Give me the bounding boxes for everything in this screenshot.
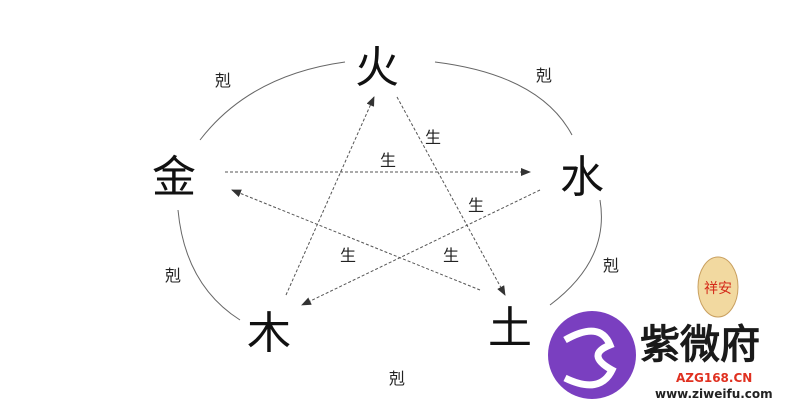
generate-cycle bbox=[225, 96, 541, 306]
generate-label: 生 bbox=[443, 246, 459, 265]
seal-text: 祥安 bbox=[704, 281, 732, 297]
element-earth: 土 bbox=[488, 303, 532, 354]
element-metal: 金 bbox=[152, 152, 196, 203]
arc-fire-water bbox=[434, 61, 573, 136]
element-wood: 木 bbox=[247, 308, 291, 359]
arrow-earth-metal bbox=[231, 189, 481, 291]
generate-label: 生 bbox=[468, 196, 484, 215]
overcome-label: 剋 bbox=[165, 266, 181, 285]
arc-metal-fire bbox=[199, 61, 346, 141]
logo-url: www.ziweifu.com bbox=[655, 387, 773, 400]
logo-swirl-icon bbox=[563, 327, 617, 389]
arrow-fire-earth bbox=[396, 96, 506, 296]
generate-label: 生 bbox=[425, 128, 441, 147]
arrow-water-wood bbox=[301, 189, 541, 306]
element-water: 水 bbox=[560, 152, 604, 203]
logo-name: 紫微府 bbox=[640, 322, 760, 368]
logo-code: AZG168.CN bbox=[676, 371, 752, 385]
overcome-label: 剋 bbox=[603, 256, 619, 275]
overcome-cycle bbox=[177, 61, 602, 321]
element-fire: 火 bbox=[355, 42, 399, 93]
arc-wood-metal bbox=[177, 209, 241, 321]
overcome-label: 剋 bbox=[536, 66, 552, 85]
generate-label: 生 bbox=[340, 246, 356, 265]
arrow-wood-fire bbox=[285, 96, 375, 296]
arc-water-earth bbox=[549, 199, 602, 306]
overcome-label: 剋 bbox=[389, 369, 405, 388]
seal-stamp bbox=[697, 256, 739, 318]
ziweifu-logo: 祥安 紫微府 AZG168.CN www.ziweifu.com bbox=[548, 256, 773, 400]
overcome-label: 剋 bbox=[215, 71, 231, 90]
generate-label: 生 bbox=[380, 151, 396, 170]
